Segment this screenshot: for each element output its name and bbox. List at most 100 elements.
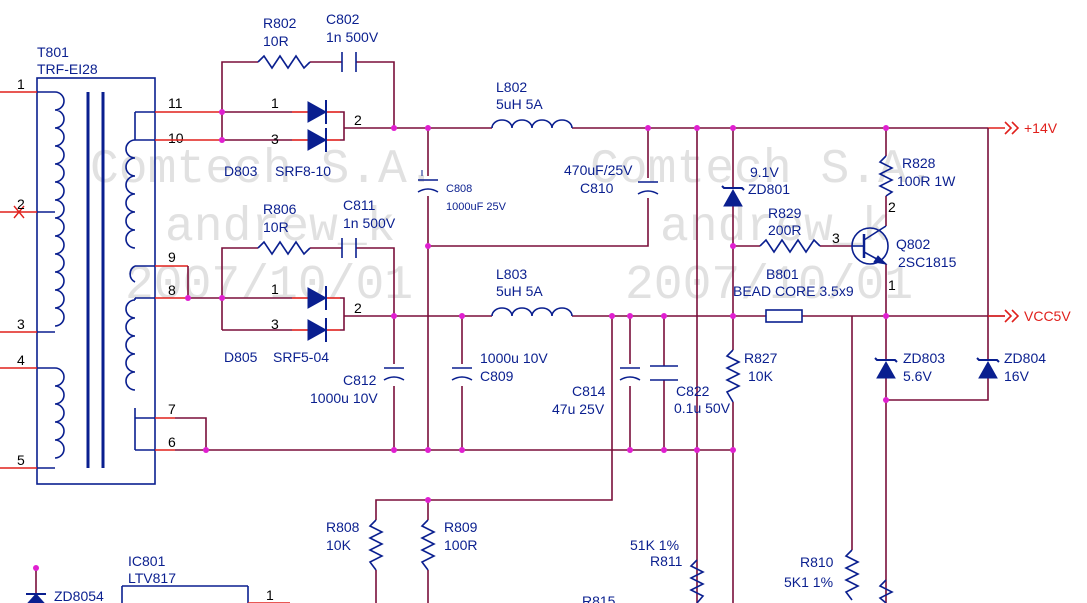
- t801-pin-5: 5: [17, 452, 25, 468]
- r829-ref: R829: [768, 205, 802, 221]
- c812-ref: C812: [343, 372, 377, 388]
- zener-zd8054: ZD8054: [26, 588, 104, 603]
- resistor-r810: R810 5K1 1%: [784, 549, 860, 601]
- t801-pin-4: 4: [17, 352, 25, 368]
- d805-pin-3: 3: [271, 316, 279, 332]
- d805-pin-2: 2: [354, 300, 362, 316]
- r809-value: 100R: [444, 537, 477, 553]
- c811-ref: C811: [343, 197, 376, 213]
- diode-d803: 1 3 2 D803 SRF8-10: [224, 95, 362, 179]
- c808-ref: C808: [446, 183, 472, 195]
- r829-value: 200R: [768, 222, 801, 238]
- r810-ref: R810: [800, 554, 834, 570]
- resistor-r809: R809 100R: [420, 519, 478, 571]
- capacitor-c814: C814 47u 25V: [552, 367, 641, 417]
- ic801-ref: IC801: [128, 553, 166, 569]
- d803-pin-3: 3: [271, 131, 279, 147]
- zener-zd801: 9.1V ZD801: [721, 164, 790, 207]
- zd801-value: 9.1V: [750, 164, 779, 180]
- rail-14v-wiring: [221, 61, 1005, 603]
- resistor-r806: R806 10R: [257, 201, 311, 256]
- zd803-ref: ZD803: [903, 350, 945, 366]
- c822-value: 0.1u 50V: [674, 400, 731, 416]
- l802-value: 5uH 5A: [496, 96, 543, 112]
- ic801-pin-1: 1: [266, 587, 274, 603]
- t801-pin-8: 8: [168, 282, 176, 298]
- t801-pin-11: 11: [168, 95, 183, 111]
- rail-label-vcc5v: VCC5V: [1004, 308, 1071, 324]
- d803-pin-2: 2: [354, 112, 362, 128]
- r828-value: 100R 1W: [897, 173, 956, 189]
- capacitor-c810: 470uF/25V C810: [564, 162, 659, 196]
- c802-ref: C802: [326, 11, 360, 27]
- r808-ref: R808: [326, 519, 360, 535]
- r828-ref: R828: [902, 155, 936, 171]
- watermark-line3-right: 2007/10/01: [625, 259, 913, 313]
- zd803-value: 5.6V: [903, 368, 932, 384]
- watermark-line2: andrew_k: [165, 201, 395, 255]
- zener-zd804: ZD804 16V: [976, 350, 1046, 384]
- r808-value: 10K: [326, 537, 352, 553]
- resistor-r827: R827 10K: [725, 349, 778, 403]
- rail-vcc5v-wiring: [35, 247, 1005, 603]
- c810-ref: C810: [580, 180, 614, 196]
- resistor-partial: [878, 579, 894, 603]
- r827-ref: R827: [744, 350, 778, 366]
- resistor-r829: R829 200R: [759, 205, 821, 254]
- l803-value: 5uH 5A: [496, 283, 543, 299]
- capacitor-c811: C811 1n 500V: [341, 197, 396, 258]
- ic801-part: LTV817: [128, 570, 176, 586]
- zd8054-ref: ZD8054: [54, 588, 104, 603]
- c809-ref: C809: [480, 368, 514, 384]
- capacitor-c822: C822 0.1u 50V: [650, 365, 731, 416]
- t801-pin-7: 7: [168, 401, 176, 417]
- v14-label: +14V: [1024, 120, 1058, 136]
- watermark-line3: 2007/10/01: [125, 259, 413, 313]
- zd804-value: 16V: [1004, 368, 1030, 384]
- d803-part: SRF8-10: [275, 163, 331, 179]
- t801-ref: T801: [37, 44, 69, 60]
- q802-pin-2: 2: [888, 199, 896, 215]
- r815-ref: R815: [582, 593, 616, 603]
- junction-dots: [33, 109, 889, 571]
- r811-value: 51K 1%: [630, 537, 679, 553]
- r811-ref: R811: [650, 553, 683, 569]
- inductor-l802: L802 5uH 5A: [491, 79, 573, 129]
- d805-ref: D805: [224, 349, 258, 365]
- inductor-l803: L803 5uH 5A: [491, 266, 573, 317]
- c814-value: 47u 25V: [552, 401, 605, 417]
- q802-ref: Q802: [896, 236, 930, 252]
- transistor-q802: 2 3 1 Q802 2SC1815: [832, 199, 957, 293]
- d805-pin-1: 1: [271, 281, 279, 297]
- t801-pin-3: 3: [17, 316, 25, 332]
- r802-ref: R802: [263, 15, 297, 31]
- c808-value: 1000uF 25V: [446, 201, 507, 213]
- capacitor-c808: C808 1000uF 25V: [417, 170, 507, 213]
- capacitor-c809: 1000u 10V C809: [451, 350, 548, 384]
- zd801-ref: ZD801: [748, 181, 790, 197]
- resistor-r828: R828 100R 1W: [878, 155, 956, 197]
- capacitor-c812: C812 1000u 10V: [310, 367, 405, 406]
- q802-part: 2SC1815: [898, 254, 957, 270]
- transformer-t801: 1 2 3 4 5 6 7 8 9 10 11 T801 TRF-EI28: [0, 44, 184, 485]
- c814-ref: C814: [572, 383, 606, 399]
- no-connect-mark: [13, 205, 25, 219]
- bead-b801: B801 BEAD CORE 3.5x9: [733, 266, 854, 323]
- t801-pin-2: 2: [17, 196, 25, 212]
- vcc5v-label: VCC5V: [1024, 308, 1071, 324]
- d805-part: SRF5-04: [273, 349, 329, 365]
- l803-ref: L803: [496, 266, 527, 282]
- c822-ref: C822: [676, 383, 710, 399]
- zd804-ref: ZD804: [1004, 350, 1046, 366]
- resistor-r811: 51K 1% R811: [630, 537, 705, 603]
- q802-pin-3: 3: [832, 230, 840, 246]
- watermark: Comtech S.A. Comtech S.A. andrew_k andre…: [90, 143, 936, 313]
- b801-value: BEAD CORE 3.5x9: [733, 283, 854, 299]
- capacitor-c802: C802 1n 500V: [326, 11, 379, 72]
- r802-value: 10R: [263, 33, 289, 49]
- resistor-r808: R808 10K: [326, 519, 384, 571]
- r827-value: 10K: [748, 368, 774, 384]
- q802-pin-1: 1: [888, 277, 896, 293]
- diode-d805: 1 3 2 D805 SRF5-04: [224, 281, 362, 365]
